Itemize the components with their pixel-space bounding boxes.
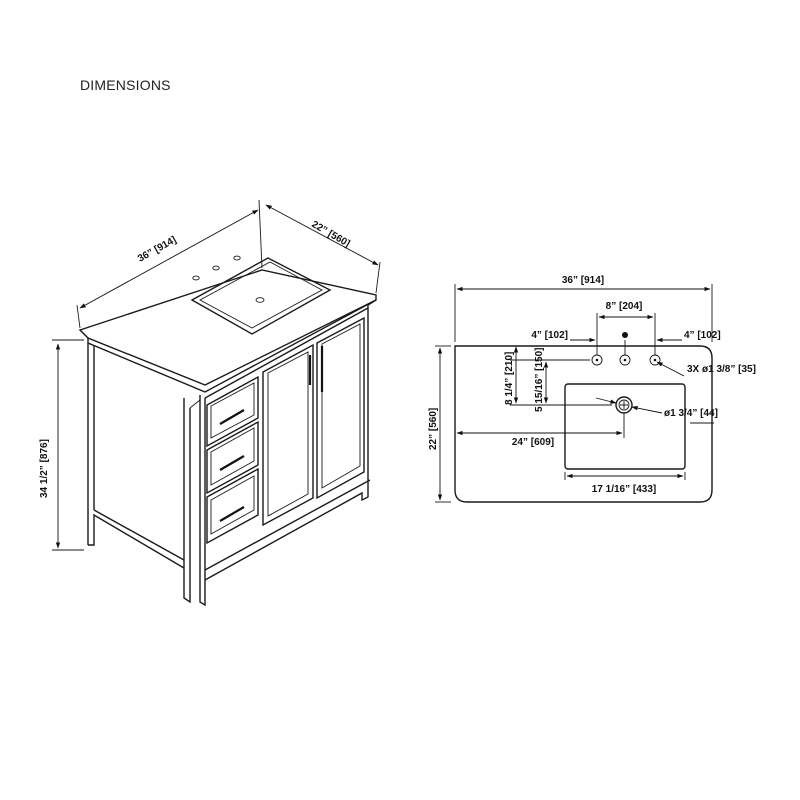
dimension-drain-offset: 24” [609] [456,413,625,448]
door-left [262,343,314,527]
drawer-middle [206,420,259,495]
drawer-bottom [206,467,259,545]
left-offset-label: 4” [102] [531,330,568,341]
height-label-3d: 34 1/2” [876] [39,439,50,498]
drawer-top [206,375,259,448]
faucet-spread-label: 8” [204] [606,301,643,312]
callout-faucet-holes: 3X ø1 3/8” [35] [656,361,756,377]
dimension-depth-3d: 22” [560] [265,204,381,294]
sink-basin [190,255,332,335]
width-label-3d: 36” [914] [136,235,178,265]
dimension-width-top: 36” [914] [454,275,713,342]
depth-label-top: 22” [560] [428,408,439,450]
drain-label: ø1 3/4” [44] [664,408,718,419]
dimension-basin-width: 17 1/16” [433] [564,472,686,495]
faucet-holes-label: 3X ø1 3/8” [35] [687,364,756,375]
countertop [78,269,377,393]
dimension-height-3d: 34 1/2” [876] [39,339,84,551]
dimension-faucet-spread: 8” [204] [596,301,656,355]
vanity-top-view: 36” [914] 8” [204] 4” [102] 4” [102] 3X … [428,275,756,503]
right-offset-label: 4” [102] [684,330,721,341]
dimension-left-offset: 4” [102] [531,330,596,343]
dimension-depth-top: 22” [560] [428,345,451,503]
dimension-faucet-row-depth: 8 1/4” [210] [504,346,612,406]
faucet-holes [591,332,661,366]
depth-label-3d: 22” [560] [310,219,352,250]
drain [615,396,633,414]
basin-outline [564,383,686,470]
callout-drain: ø1 3/4” [44] [595,397,718,424]
page-title: DIMENSIONS [80,77,171,93]
basin-setback-label: 5 15/16” [150] [534,348,545,413]
faucet-center-mark [622,332,628,338]
basin-width-label: 17 1/16” [433] [592,484,657,495]
width-label-top: 36” [914] [562,275,604,286]
drain-offset-label: 24” [609] [512,437,554,448]
cabinet-body [87,299,377,607]
dimension-right-offset: 4” [102] [656,330,721,343]
dimension-basin-setback: 5 15/16” [150] [534,348,549,413]
dimension-width-3d: 36” [914] [76,199,263,329]
door-right [316,316,365,500]
countertop-outline [454,345,713,503]
vanity-3d-view: 36” [914] 22” [560] 34 1/2” [876] [39,199,381,607]
faucet-row-depth-label: 8 1/4” [210] [504,352,515,405]
